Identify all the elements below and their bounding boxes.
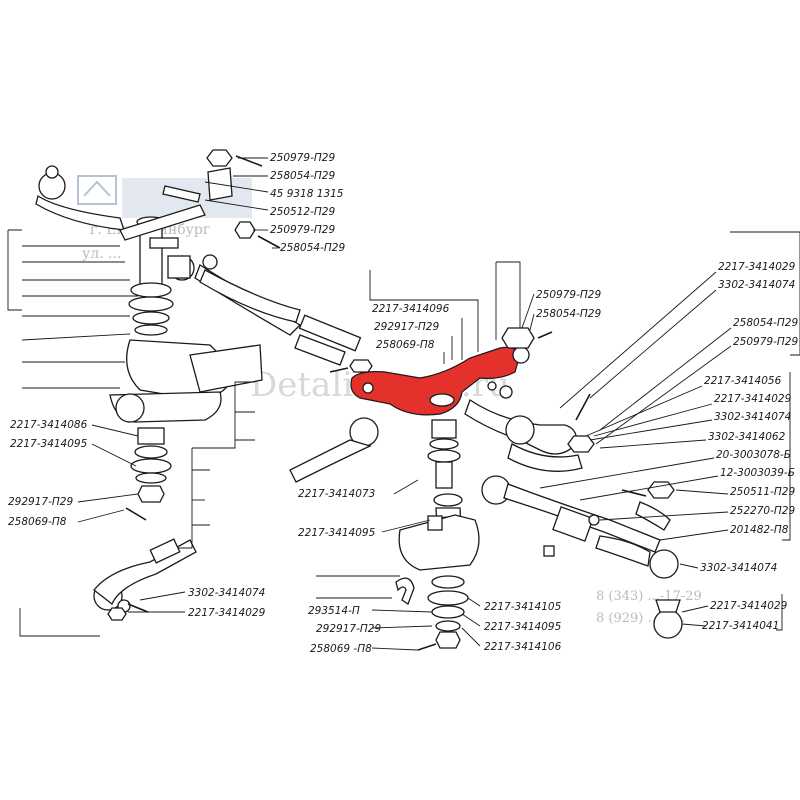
label-center-4: 258054-П29 bbox=[536, 308, 601, 320]
label-center-1: 292917-П29 bbox=[374, 321, 439, 333]
label-right-6: 3302-3414074 bbox=[714, 411, 791, 423]
label-left-4: 3302-3414074 bbox=[188, 587, 265, 599]
label-right-3: 250979-П29 bbox=[733, 336, 798, 348]
label-top-4: 250979-П29 bbox=[270, 224, 335, 236]
label-right-8: 20-3003078-Б bbox=[716, 449, 791, 461]
label-bottom-2: 293514-П bbox=[308, 605, 360, 617]
label-center-2: 258069-П8 bbox=[376, 339, 435, 351]
label-center-3: 250979-П29 bbox=[536, 289, 601, 301]
label-left-3: 258069-П8 bbox=[8, 516, 67, 528]
label-right-0: 2217-3414029 bbox=[718, 261, 796, 273]
label-right-2: 258054-П29 bbox=[733, 317, 798, 329]
label-top-1: 258054-П29 bbox=[270, 170, 335, 182]
label-left-5: 2217-3414029 bbox=[188, 607, 266, 619]
label-right-14: 2217-3414029 bbox=[710, 600, 788, 612]
label-center-0: 2217-3414096 bbox=[372, 303, 450, 315]
label-right-15: 2217-3414041 bbox=[702, 620, 779, 632]
label-left-0: 2217-3414086 bbox=[10, 419, 88, 431]
left-lower-parts bbox=[93, 427, 197, 621]
watermark-street: ул. ... bbox=[82, 246, 121, 262]
label-right-10: 250511-П29 bbox=[730, 486, 795, 498]
center-lever-highlight bbox=[350, 346, 521, 416]
center-lever-assembly bbox=[289, 314, 583, 651]
label-left-2: 292917-П29 bbox=[8, 496, 73, 508]
label-right-4: 2217-3414056 bbox=[704, 375, 782, 387]
label-right-7: 3302-3414062 bbox=[708, 431, 786, 443]
label-right-1: 3302-3414074 bbox=[718, 279, 795, 291]
label-left-1: 2217-3414095 bbox=[10, 438, 88, 450]
watermark-phone-1: 8 (343) ...-17-29 bbox=[596, 589, 702, 604]
label-right-13: 3302-3414074 bbox=[700, 562, 777, 574]
part-labels: 250979-П29 258054-П29 45 9318 1315 25051… bbox=[8, 152, 798, 655]
label-top-5: 258054-П29 bbox=[280, 242, 345, 254]
label-bottom-5: 2217-3414105 bbox=[484, 601, 562, 613]
label-top-2: 45 9318 1315 bbox=[270, 188, 344, 200]
label-bottom-4: 258069 -П8 bbox=[310, 643, 372, 655]
label-bottom-6: 2217-3414095 bbox=[484, 621, 562, 633]
label-right-12: 201482-П8 bbox=[730, 524, 789, 536]
label-bottom-0: 2217-3414073 bbox=[298, 488, 375, 500]
right-assembly bbox=[481, 393, 683, 639]
label-right-5: 2217-3414029 bbox=[714, 393, 792, 405]
leader-lines bbox=[7, 157, 800, 651]
label-top-3: 250512-П29 bbox=[270, 206, 335, 218]
label-right-11: 252270-П29 bbox=[730, 505, 795, 517]
label-bottom-3: 292917-П29 bbox=[316, 623, 381, 635]
label-right-9: 12-3003039-Б bbox=[720, 467, 795, 479]
label-top-0: 250979-П29 bbox=[270, 152, 335, 164]
left-knuckle-assembly bbox=[35, 149, 302, 423]
label-bottom-7: 2217-3414106 bbox=[484, 641, 562, 653]
label-bottom-1: 2217-3414095 bbox=[298, 527, 376, 539]
